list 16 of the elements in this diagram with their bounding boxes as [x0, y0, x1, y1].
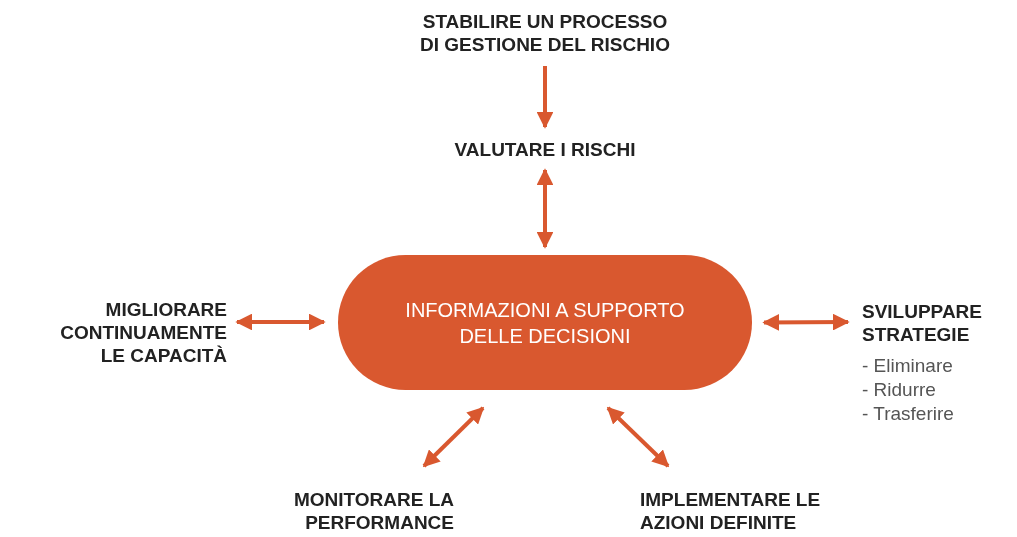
- step-label: MONITORARE LA PERFORMANCE: [292, 488, 454, 534]
- step-label: IMPLEMENTARE LE AZIONI DEFINITE: [640, 488, 822, 534]
- double-arrow: [422, 406, 485, 468]
- step-label: SVILUPPARE STRATEGIE: [862, 300, 983, 346]
- step-label: MIGLIORARE CONTINUAMENTE LE CAPACITÀ: [59, 297, 227, 367]
- double-arrow: [536, 168, 554, 249]
- double-arrow: [606, 406, 670, 468]
- double-arrow: [762, 313, 850, 331]
- arrow: [536, 66, 554, 129]
- pill-label: INFORMAZIONI A SUPPORTO DELLE DECISIONI: [404, 297, 686, 349]
- list-item: - Eliminare: [862, 354, 953, 378]
- step-label: VALUTARE I RISCHI: [454, 137, 636, 161]
- list-item: - Ridurre: [862, 378, 936, 402]
- list-item: - Trasferire: [862, 402, 954, 426]
- step-label: STABILIRE UN PROCESSO DI GESTIONE DEL RISCHIO: [420, 9, 670, 56]
- double-arrow: [235, 313, 326, 331]
